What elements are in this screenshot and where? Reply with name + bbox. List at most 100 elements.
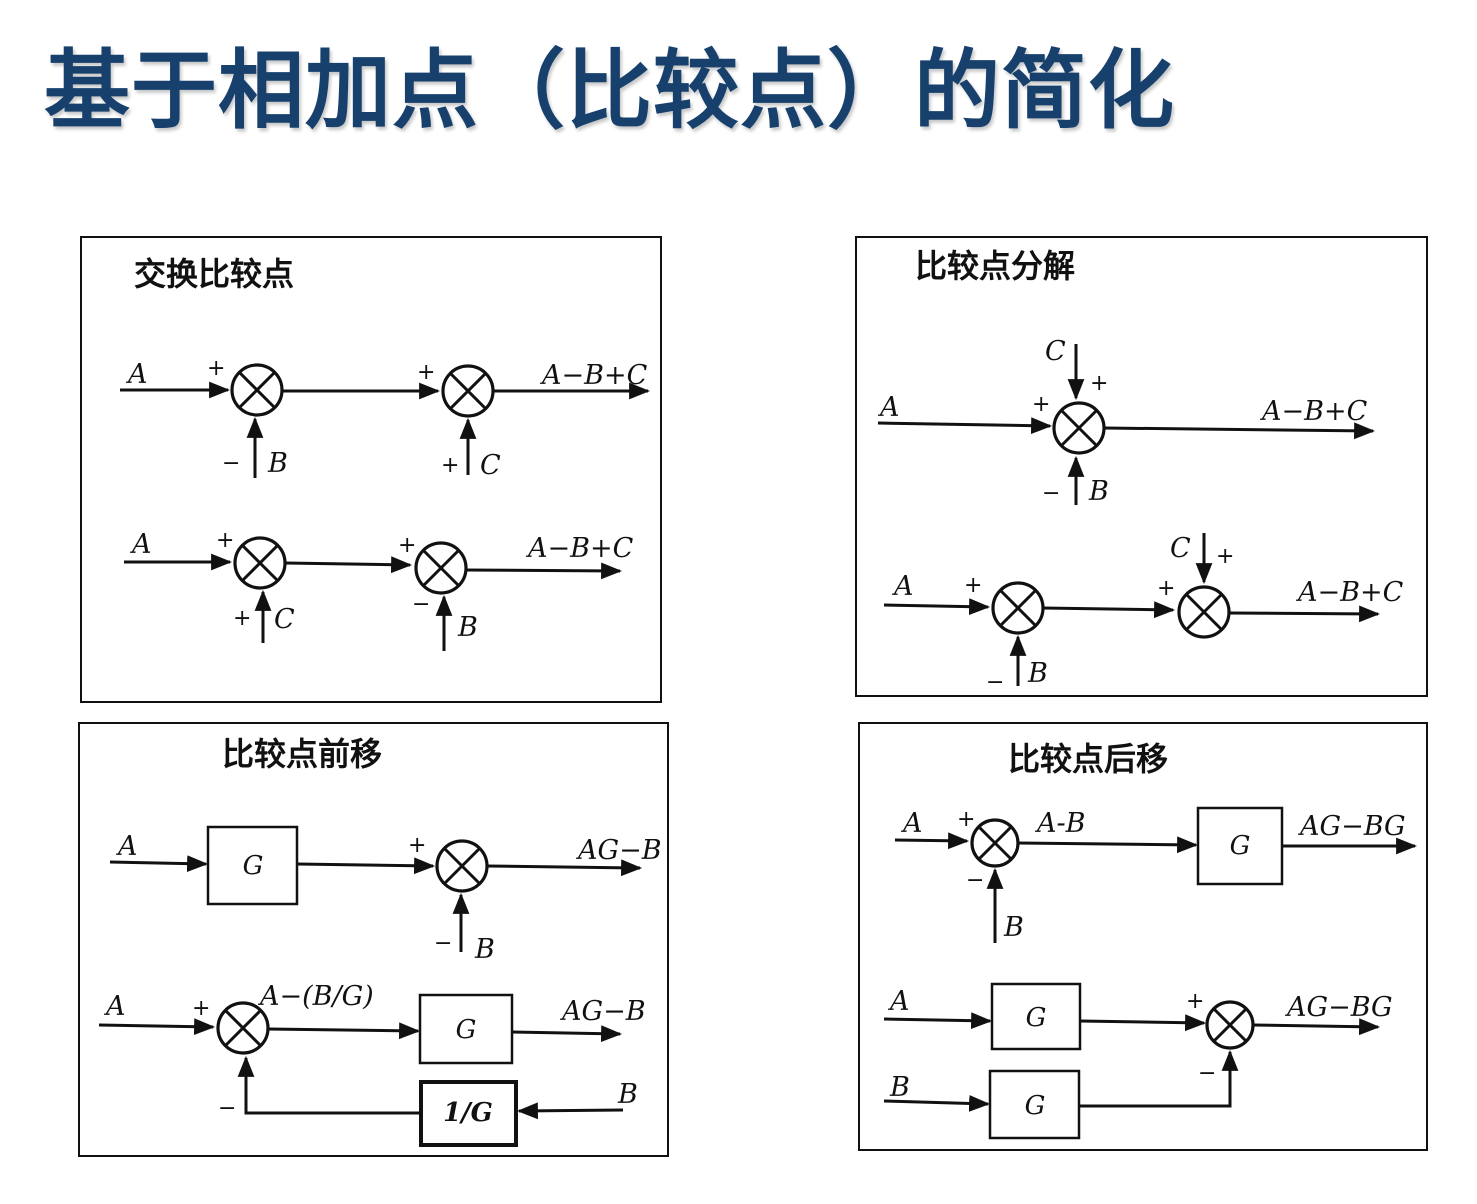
split-row1-bottom-sign: − [1042, 481, 1060, 506]
swap-row2-s2-input-sign: + [398, 533, 416, 558]
backward-row2-input-b-wire [883, 1095, 991, 1112]
split-row2-summing-point-1 [991, 581, 1045, 635]
split-row2-s1-side-label: B [1027, 658, 1048, 689]
swap-row2-summing-point-2 [414, 541, 468, 595]
split-row1-input-wire [877, 417, 1053, 435]
backward-row2-b-to-sum-wire [1079, 1049, 1239, 1108]
backward-row2: A G + B G − AG−BG [883, 982, 1393, 1140]
forward-row1-g-block: G [206, 825, 299, 906]
swap-row2-s1-side-label: C [274, 604, 295, 635]
swap-row2-input-label: A [129, 529, 152, 560]
swap-row1-s1-side-sign: − [222, 451, 240, 476]
forward-row1-output-wire [486, 859, 643, 877]
swap-row1-s1-side-label: B [267, 448, 288, 479]
split-row2-output-label: A−B+C [1295, 577, 1404, 608]
split-row2-s1-input-sign: + [964, 573, 982, 598]
swap-row1-s2-input-sign: + [417, 360, 435, 385]
panel-forward-title: 比较点前移 [222, 735, 382, 773]
swap-row2: A + + C + − B A−B+C [124, 528, 634, 651]
swap-row1-s2-side-label: C [480, 450, 501, 481]
forward-row1-side-label: B [474, 934, 495, 965]
backward-row2-output-wire [1252, 1018, 1381, 1036]
forward-row2-feedback-input-wire [516, 1102, 624, 1120]
forward-row1-side-sign: − [434, 931, 452, 956]
forward-row2-feedback-wire [237, 1055, 421, 1115]
swap-row1: A + − B + + C A−B+C [120, 356, 651, 481]
forward-row2-input-sign: + [192, 996, 210, 1021]
backward-row1-input-sign: + [957, 807, 975, 832]
backward-row1-mid-label: A-B [1034, 808, 1085, 839]
forward-row1-input-sign: + [408, 833, 426, 858]
split-row2-input-wire [883, 598, 991, 616]
panel-forward-frame [78, 722, 669, 1157]
split-row2-summing-point-2 [1177, 585, 1231, 639]
panel-split-summing-point: 比较点分解 A + C + − B A−B+C A [855, 236, 1428, 697]
forward-row2-output-wire [511, 1025, 623, 1043]
split-row2: A + − B + C + A−B+C [883, 533, 1404, 695]
split-row2-s2-input-sign: + [1157, 576, 1175, 601]
backward-row1-side-sign: − [966, 868, 984, 893]
swap-row1-summing-point-2 [441, 364, 495, 418]
swap-row2-mid-wire [284, 556, 413, 574]
page-title: 基于相加点（比较点）的简化 [44, 41, 1175, 141]
forward-row2-mid-label: A−(B/G) [257, 981, 374, 1012]
forward-row1-input-wire [109, 855, 209, 873]
split-row2-output-wire [1228, 605, 1381, 623]
panel-backward-title: 比较点后移 [1008, 740, 1168, 778]
backward-row1-g-block: G [1196, 806, 1284, 886]
split-row2-input-label: A [891, 571, 914, 602]
split-row2-s1-side-sign: − [986, 670, 1004, 695]
backward-row1-input-label: A [900, 808, 923, 839]
split-row1-output-label: A−B+C [1259, 396, 1368, 427]
forward-row2-summing-point [216, 1001, 270, 1055]
swap-row2-output-wire [465, 562, 623, 580]
forward-row2-g-label: G [456, 1015, 477, 1045]
backward-row2-output-label: AG−BG [1284, 992, 1393, 1023]
backward-row1-output-label: AG−BG [1297, 811, 1406, 842]
swap-row2-summing-point-1 [233, 536, 287, 590]
forward-row2-feedback-sign: − [218, 1096, 236, 1121]
forward-row2: A + A−(B/G) G AG−B B 1/G − [98, 981, 646, 1147]
backward-row1: A + − B A-B G AG−BG [894, 806, 1418, 943]
backward-row2-side-sign: − [1198, 1061, 1216, 1086]
forward-row2-input-wire [98, 1018, 216, 1036]
swap-row2-s2-side-label: B [457, 612, 478, 643]
backward-row2-a-to-sum-wire [1079, 1014, 1207, 1032]
backward-row1-side-label: B [1003, 912, 1024, 943]
backward-row1-g-label: G [1230, 831, 1251, 861]
panel-swap-frame [80, 236, 662, 703]
forward-row2-g-block: G [418, 993, 514, 1065]
swap-row2-output-label: A−B+C [525, 533, 634, 564]
swap-row1-input-label: A [125, 359, 148, 390]
swap-row2-s1-side-sign: + [233, 606, 251, 631]
split-row1-bottom-label: B [1088, 476, 1109, 507]
split-row1-summing-point [1052, 401, 1106, 455]
swap-row1-summing-point-1 [230, 363, 284, 417]
forward-row1-mid-wire [296, 857, 436, 875]
forward-row1-output-label: AG−B [575, 835, 662, 866]
split-row2-s2-top-sign: + [1216, 544, 1234, 569]
backward-row2-g-block-b-label: G [1025, 1091, 1046, 1121]
backward-row1-summing-point [970, 818, 1020, 868]
swap-row1-s1-input-sign: + [207, 356, 225, 381]
split-row1-input-label: A [877, 392, 900, 423]
swap-row2-s1-input-sign: + [216, 528, 234, 553]
forward-row1-input-label: A [115, 831, 138, 862]
panel-swap-title: 交换比较点 [134, 255, 294, 293]
backward-row1-input-wire [894, 832, 970, 850]
split-row1-output-wire [1103, 422, 1376, 440]
backward-row2-input-a-wire [883, 1012, 993, 1030]
forward-row2-inverse-g-block: 1/G [419, 1080, 518, 1147]
backward-row2-g-block-b: G [988, 1069, 1081, 1140]
forward-row1-summing-point [435, 839, 489, 893]
split-row1-top-label: C [1045, 336, 1066, 367]
backward-row2-summing-point [1205, 1000, 1255, 1050]
split-row1: A + C + − B A−B+C [877, 336, 1376, 507]
panel-forward-move: 比较点前移 A G + − B AG−B A [78, 722, 669, 1157]
split-row2-mid-wire [1042, 601, 1176, 619]
panel-backward-move: 比较点后移 A + − B A-B G AG−BG A [858, 722, 1428, 1151]
forward-row2-input-label: A [103, 991, 126, 1022]
panel-split-title: 比较点分解 [915, 247, 1075, 285]
backward-row1-mid-wire [1017, 836, 1199, 854]
